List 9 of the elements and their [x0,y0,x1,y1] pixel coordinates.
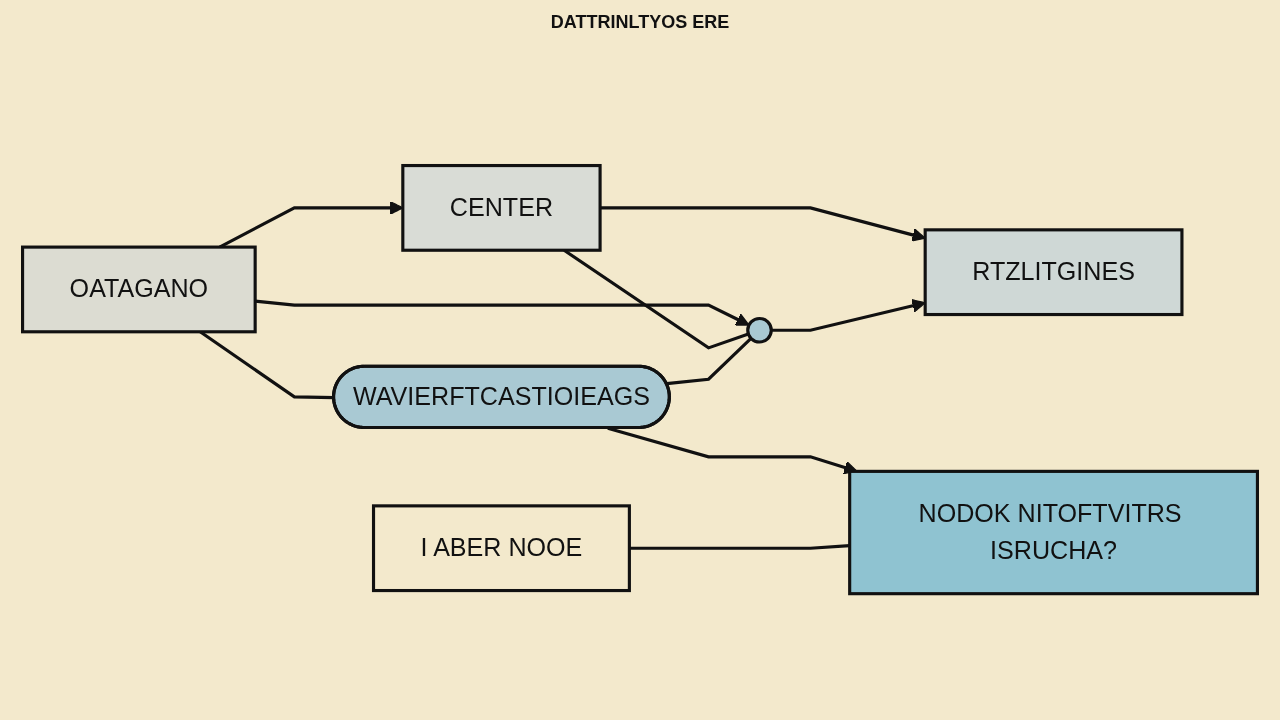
node-box: I ABER NOOE [371,504,631,593]
arrow [607,427,858,475]
diagram-label: DATTRINLTYOS ERE [550,12,730,32]
node-box: OATAGANO [21,245,257,334]
node-box: CENTER [401,164,602,253]
connector [666,337,753,386]
node-circle [746,317,773,344]
node-box: RTZLITGINES [923,228,1184,317]
node-box: NODOK NITOFTVITRS ISRUCHA? [848,470,1259,596]
